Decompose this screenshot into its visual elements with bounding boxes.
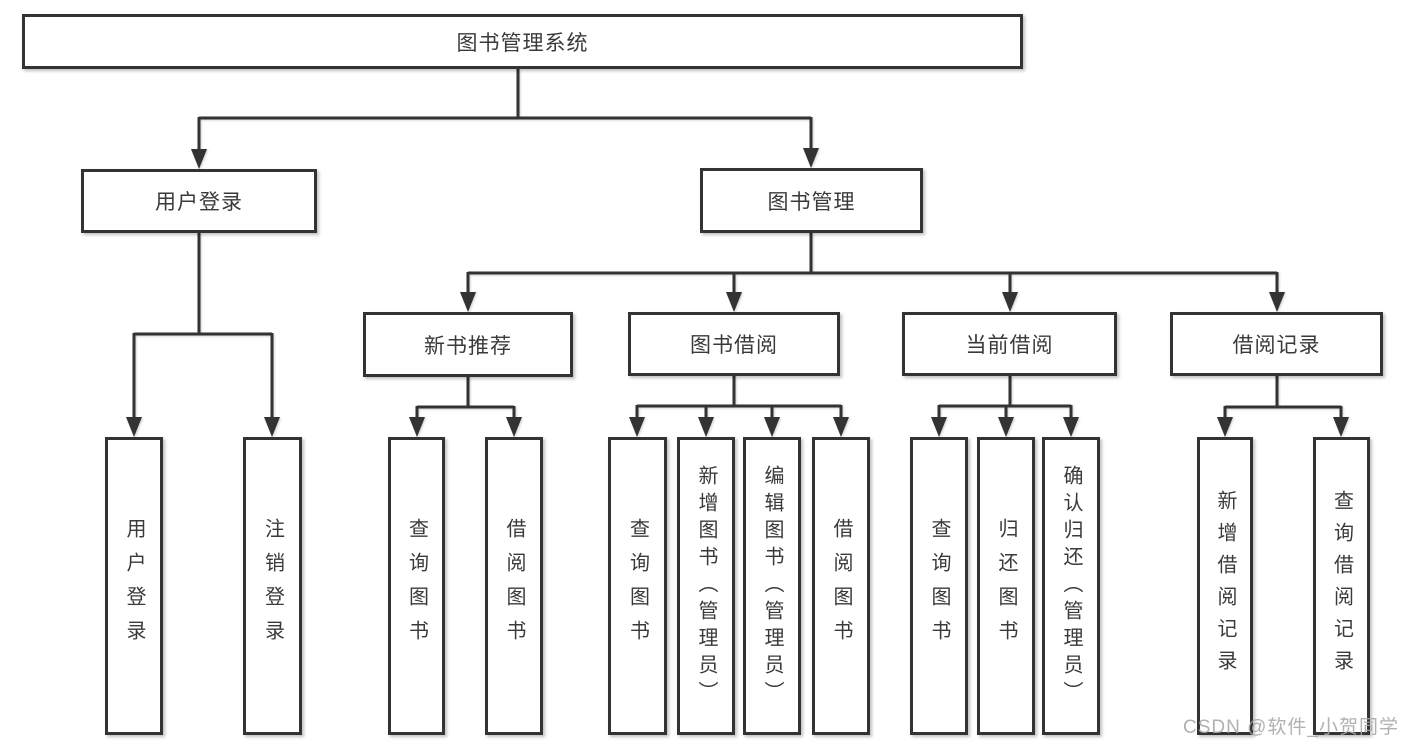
- node-user-login-module-label: 用户登录: [155, 191, 243, 214]
- node-book-borrowing: 图书借阅: [628, 312, 840, 376]
- leaf-br-query-record: 查询借阅记录: [1313, 437, 1370, 735]
- leaf-bb-query-books: 查询图书: [608, 437, 667, 735]
- leaf-nbr-query-books-label: 查询图书: [405, 518, 428, 654]
- leaf-bb-add-books-admin-label: 新增图书（管理员）: [695, 464, 717, 708]
- leaf-logout-label: 注销登录: [261, 518, 284, 654]
- leaf-br-add-record: 新增借阅记录: [1197, 437, 1253, 735]
- node-book-management-module: 图书管理: [700, 168, 923, 233]
- connector-book-management-to-level3: [460, 233, 1285, 312]
- node-new-book-recommend-label: 新书推荐: [424, 334, 512, 358]
- node-borrowing-records-label: 借阅记录: [1232, 334, 1321, 357]
- leaf-br-query-record-label: 查询借阅记录: [1330, 490, 1353, 682]
- leaf-cb-confirm-return-admin: 确认归还（管理员）: [1042, 437, 1100, 735]
- csdn-watermark: CSDN @软件_小贺同学: [1183, 717, 1399, 738]
- leaf-nbr-borrow-books-label: 借阅图书: [503, 518, 525, 654]
- node-book-borrowing-label: 图书借阅: [690, 334, 778, 357]
- leaf-cb-return-books: 归还图书: [977, 437, 1035, 735]
- leaf-bb-query-books-label: 查询图书: [626, 518, 649, 654]
- node-borrowing-records: 借阅记录: [1170, 312, 1383, 376]
- connector-user-login-to-leaves: [126, 233, 280, 437]
- node-root-system: 图书管理系统: [22, 14, 1023, 69]
- leaf-bb-add-books-admin: 新增图书（管理员）: [677, 437, 735, 735]
- leaf-br-add-record-label: 新增借阅记录: [1214, 490, 1236, 682]
- leaf-cb-query-books-label: 查询图书: [928, 518, 950, 654]
- leaf-cb-confirm-return-admin-label: 确认归还（管理员）: [1060, 464, 1082, 708]
- connector-new-book-recommend-to-leaves: [409, 377, 522, 437]
- leaf-bb-borrow-books: 借阅图书: [812, 437, 870, 735]
- connector-current-borrowing-to-leaves: [931, 376, 1079, 437]
- leaf-nbr-borrow-books: 借阅图书: [485, 437, 543, 735]
- connector-book-borrowing-to-leaves: [629, 376, 849, 437]
- leaf-bb-edit-books-admin: 编辑图书（管理员）: [743, 437, 801, 735]
- node-root-system-label: 图书管理系统: [456, 31, 589, 55]
- leaf-nbr-query-books: 查询图书: [388, 437, 445, 735]
- node-book-management-module-label: 图书管理: [767, 190, 856, 214]
- leaf-cb-query-books: 查询图书: [910, 437, 968, 735]
- node-user-login-module: 用户登录: [81, 169, 317, 233]
- node-new-book-recommend: 新书推荐: [363, 312, 573, 377]
- node-current-borrowing: 当前借阅: [902, 312, 1117, 376]
- leaf-bb-borrow-books-label: 借阅图书: [830, 518, 852, 654]
- node-current-borrowing-label: 当前借阅: [965, 334, 1054, 357]
- connector-borrowing-records-to-leaves: [1217, 376, 1349, 437]
- leaf-user-login-label: 用户登录: [123, 518, 145, 654]
- leaf-bb-edit-books-admin-label: 编辑图书（管理员）: [761, 464, 783, 708]
- leaf-logout: 注销登录: [243, 437, 302, 735]
- leaf-cb-return-books-label: 归还图书: [995, 518, 1017, 654]
- connector-root-to-level2: [191, 69, 819, 169]
- leaf-user-login: 用户登录: [105, 437, 163, 735]
